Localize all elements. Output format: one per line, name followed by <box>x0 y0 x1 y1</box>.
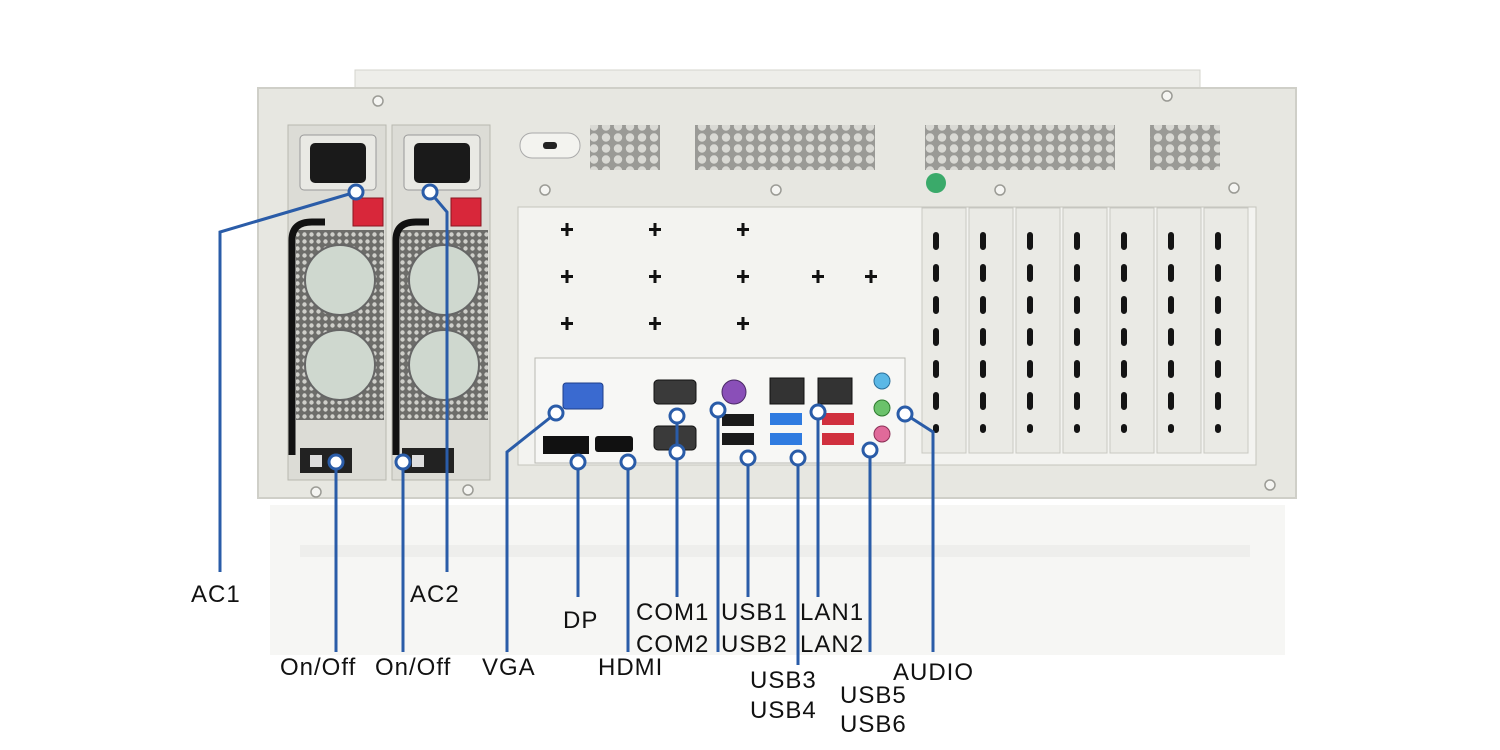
hdmi-port <box>595 436 633 452</box>
label-onoff-1: On/Off <box>280 654 357 681</box>
slot-perforations <box>933 232 1221 433</box>
label-usb3: USB3 <box>750 667 817 694</box>
lan1-port <box>769 377 805 405</box>
ps2-port <box>721 379 747 405</box>
label-usb1: USB1 <box>721 599 788 626</box>
label-usb6: USB6 <box>840 711 907 738</box>
label-com2: COM2 <box>636 631 710 658</box>
label-dp: DP <box>563 607 599 634</box>
ground-symbol-icon <box>926 173 946 193</box>
label-com1: COM1 <box>636 599 710 626</box>
audio-line-in-jack <box>873 372 891 390</box>
vent-slot-group-3 <box>925 125 1115 170</box>
dp-port <box>543 436 589 454</box>
label-onoff-2: On/Off <box>375 654 452 681</box>
vent-slot-group-4 <box>1150 125 1220 170</box>
top-cover <box>354 69 1201 89</box>
expansion-slots <box>921 207 1249 454</box>
audio-line-out-jack <box>873 399 891 417</box>
label-ac1: AC1 <box>191 581 241 608</box>
usb6-port <box>822 433 854 445</box>
usb2-port <box>722 433 754 445</box>
vent-slot-group-2 <box>695 125 875 170</box>
com1-port <box>653 379 697 405</box>
label-usb4: USB4 <box>750 697 817 724</box>
usb5-port <box>822 413 854 425</box>
floor-reflection <box>270 505 1285 655</box>
label-lan2: LAN2 <box>800 631 865 658</box>
label-audio: AUDIO <box>893 659 975 686</box>
vga-port <box>562 382 604 410</box>
usb4-port <box>770 433 802 445</box>
audio-mic-jack <box>873 425 891 443</box>
psu-module-1 <box>287 124 387 481</box>
label-hdmi: HDMI <box>598 654 664 681</box>
lock-slot <box>543 142 557 149</box>
label-usb5: USB5 <box>840 682 907 709</box>
usb3-port <box>770 413 802 425</box>
usb1-port <box>722 414 754 426</box>
label-vga: VGA <box>482 654 536 681</box>
leader-ring-markers <box>327 183 914 471</box>
reflection-band <box>300 545 1250 557</box>
label-lan1: LAN1 <box>800 599 865 626</box>
psu-module-2 <box>391 124 491 481</box>
lan2-port <box>817 377 853 405</box>
frame-screws <box>310 90 1276 498</box>
label-ac2: AC2 <box>410 581 460 608</box>
label-usb2: USB2 <box>721 631 788 658</box>
vent-slot-group-1 <box>590 125 660 170</box>
knockout-crosses <box>561 223 877 330</box>
